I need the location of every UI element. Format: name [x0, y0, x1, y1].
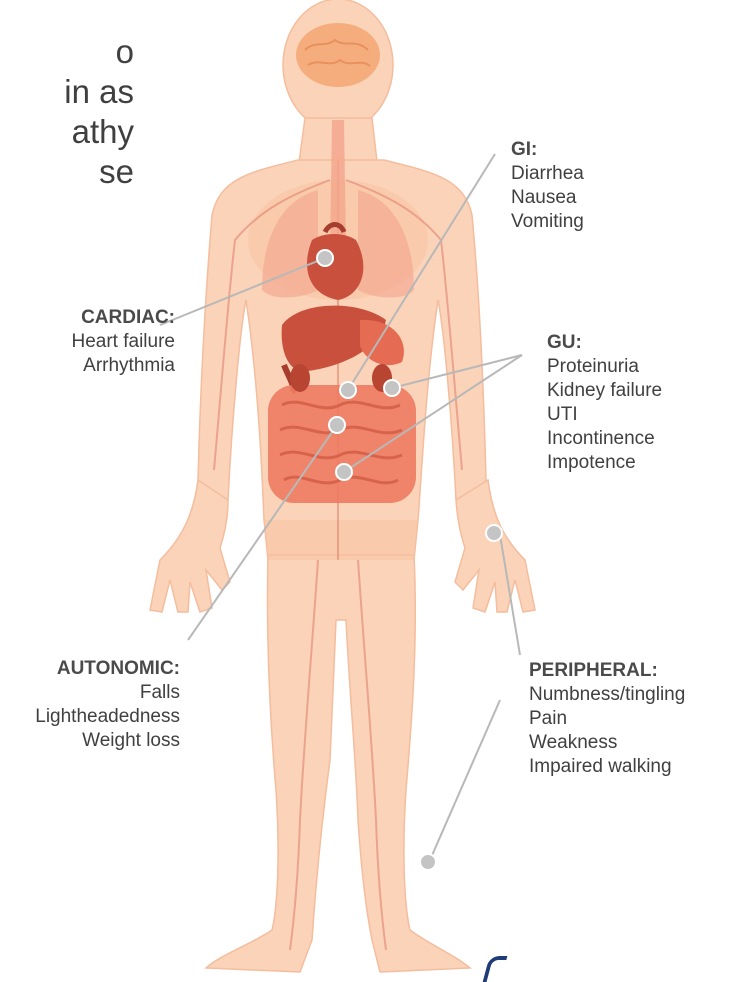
autonomic-heading: AUTONOMIC: [0, 657, 180, 681]
gu-item: UTI [547, 403, 662, 427]
intro-line: athy [0, 112, 134, 152]
gi-dot [340, 382, 356, 398]
peripheral-label: PERIPHERAL: Numbness/tingling Pain Weakn… [529, 659, 685, 779]
autonomic-dot [329, 417, 345, 433]
gu-kidney-dot [384, 380, 400, 396]
autonomic-item: Lightheadedness [0, 705, 180, 729]
gu-item: Incontinence [547, 427, 662, 451]
gi-item: Diarrhea [511, 162, 584, 186]
cardiac-heading: CARDIAC: [0, 306, 175, 330]
gu-bladder-dot [336, 464, 352, 480]
gi-item: Nausea [511, 186, 584, 210]
intro-text: o in as athy se [0, 32, 134, 192]
gu-item: Proteinuria [547, 355, 662, 379]
foot-dot [420, 854, 436, 870]
cardiac-item: Heart failure [0, 330, 175, 354]
cardiac-dot [317, 250, 333, 266]
intro-line: o [0, 32, 134, 72]
hand-dot [486, 525, 502, 541]
intro-line: se [0, 152, 134, 192]
cardiac-item: Arrhythmia [0, 354, 175, 378]
cardiac-label: CARDIAC: Heart failure Arrhythmia [0, 306, 175, 378]
gi-item: Vomiting [511, 210, 584, 234]
autonomic-label: AUTONOMIC: Falls Lightheadedness Weight … [0, 657, 180, 753]
gu-label: GU: Proteinuria Kidney failure UTI Incon… [547, 331, 662, 475]
peripheral-item: Impaired walking [529, 755, 685, 779]
peripheral-item: Weakness [529, 731, 685, 755]
gi-heading: GI: [511, 138, 584, 162]
autonomic-item: Weight loss [0, 729, 180, 753]
peripheral-item: Numbness/tingling [529, 683, 685, 707]
gu-heading: GU: [547, 331, 662, 355]
gu-item: Impotence [547, 451, 662, 475]
gu-item: Kidney failure [547, 379, 662, 403]
autonomic-item: Falls [0, 681, 180, 705]
peripheral-item: Pain [529, 707, 685, 731]
peripheral-heading: PERIPHERAL: [529, 659, 685, 683]
brain [296, 23, 380, 87]
gi-label: GI: Diarrhea Nausea Vomiting [511, 138, 584, 234]
intro-line: in as [0, 72, 134, 112]
